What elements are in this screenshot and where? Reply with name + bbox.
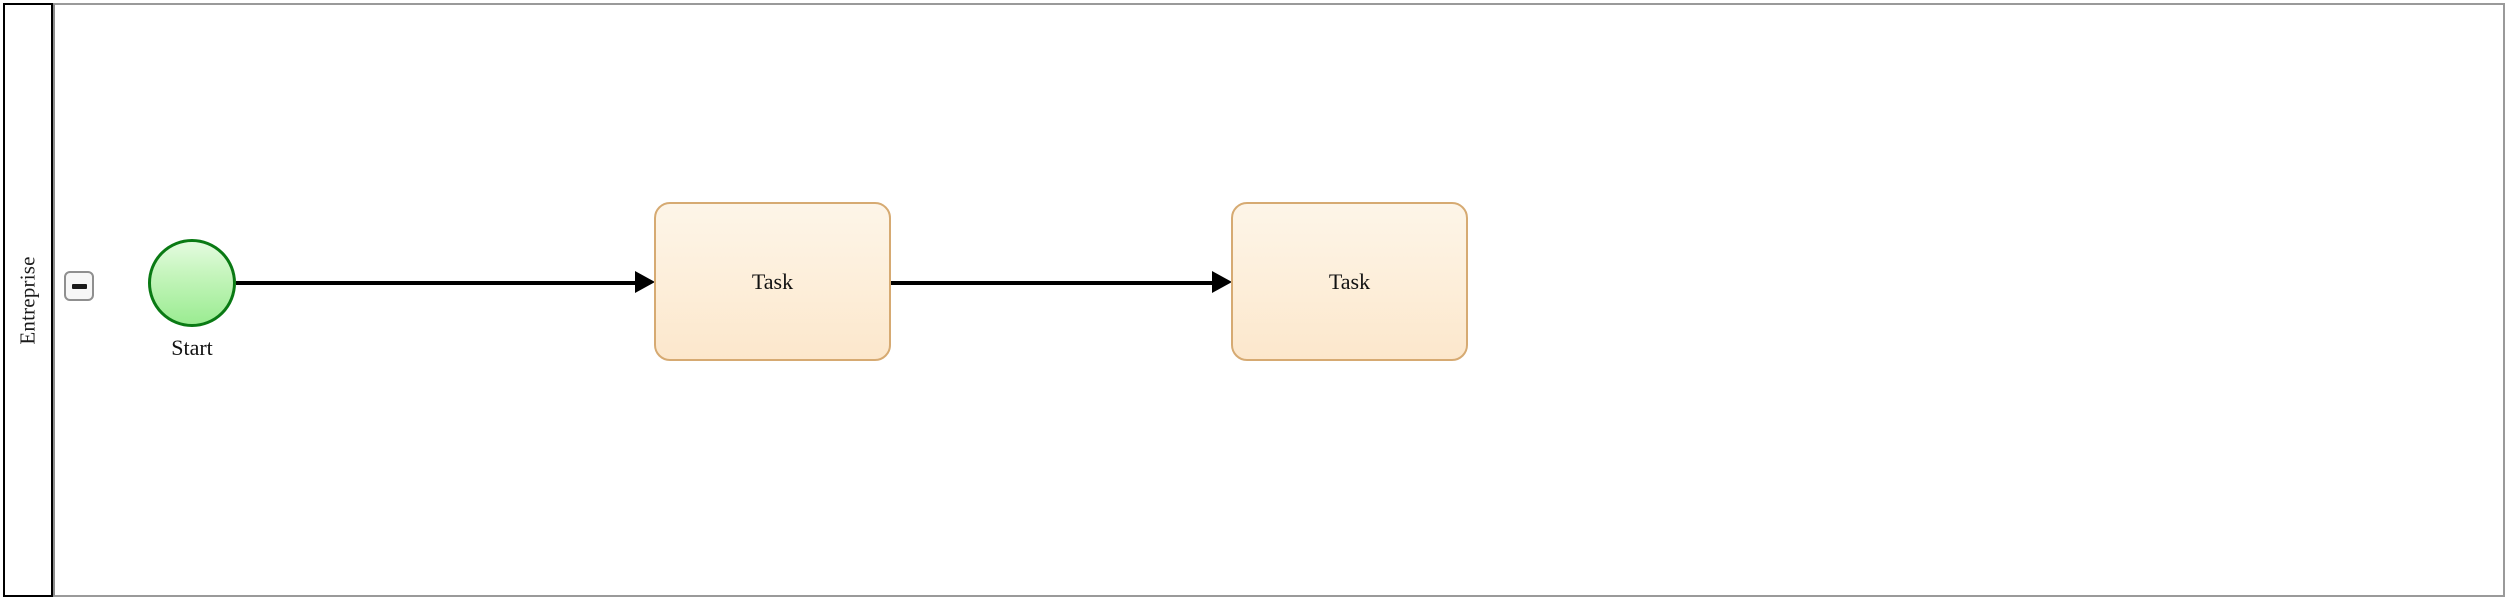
task-node-2[interactable]: Task bbox=[1231, 202, 1468, 361]
pool-entreprise[interactable]: Entreprise Start Task Task bbox=[3, 3, 2505, 597]
sequence-flow-1-arrowhead-icon bbox=[635, 271, 655, 293]
pool-header[interactable]: Entreprise bbox=[3, 3, 53, 597]
minus-icon bbox=[71, 283, 87, 289]
pool-collapse-toggle[interactable] bbox=[64, 271, 94, 301]
task-node-1[interactable]: Task bbox=[654, 202, 891, 361]
start-event-label: Start bbox=[171, 335, 213, 360]
sequence-flow-1[interactable] bbox=[236, 281, 638, 285]
pool-name-label: Entreprise bbox=[15, 255, 40, 345]
sequence-flow-2[interactable] bbox=[891, 281, 1216, 285]
start-event[interactable] bbox=[148, 239, 236, 327]
task-label: Task bbox=[751, 268, 794, 294]
sequence-flow-2-arrowhead-icon bbox=[1212, 271, 1232, 293]
task-label: Task bbox=[1328, 268, 1371, 294]
